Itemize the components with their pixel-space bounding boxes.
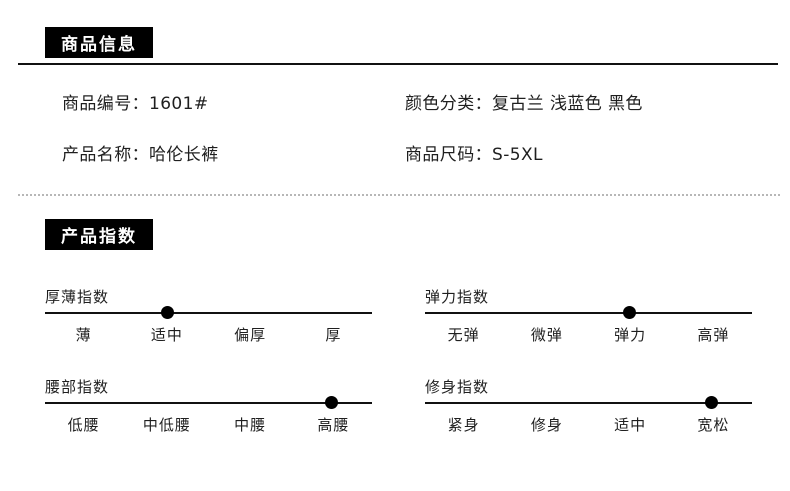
- section-divider-dotted: [18, 194, 780, 196]
- index-slider-fit: 修身指数 紧身 修身 适中 宽松: [422, 376, 752, 466]
- spec-color-category-value: 复古兰 浅蓝色 黑色: [492, 94, 643, 114]
- index-tick[interactable]: 中腰: [234, 416, 267, 434]
- index-tick[interactable]: 高腰: [317, 416, 350, 434]
- index-slider-fit-knob[interactable]: [704, 396, 718, 409]
- index-tick[interactable]: 厚: [325, 326, 342, 344]
- index-slider-elasticity-knob[interactable]: [622, 306, 636, 319]
- index-slider-thickness-scale: 薄 适中 偏厚 厚: [42, 324, 375, 345]
- index-tick[interactable]: 适中: [150, 326, 183, 344]
- index-slider-fit-track[interactable]: [425, 402, 752, 404]
- index-slider-fit-title: 修身指数: [425, 378, 490, 396]
- index-slider-thickness-track[interactable]: [45, 312, 372, 314]
- index-tick[interactable]: 无弹: [447, 326, 480, 344]
- index-tick[interactable]: 低腰: [67, 416, 100, 434]
- index-slider-waist: 腰部指数 低腰 中低腰 中腰 高腰: [42, 376, 372, 466]
- index-slider-waist-track[interactable]: [45, 402, 372, 404]
- spec-product-name-label: 产品名称：: [62, 145, 149, 165]
- section-header-product-index: 产品指数: [45, 219, 153, 250]
- spec-product-name-value: 哈伦长裤: [149, 145, 219, 165]
- index-slider-waist-scale: 低腰 中低腰 中腰 高腰: [42, 414, 375, 435]
- index-slider-elasticity-scale: 无弹 微弹 弹力 高弹: [422, 324, 755, 345]
- index-tick[interactable]: 薄: [75, 326, 92, 344]
- index-tick[interactable]: 微弹: [530, 326, 563, 344]
- index-slider-thickness-title: 厚薄指数: [45, 288, 110, 306]
- spec-product-size-value: S-5XL: [492, 145, 543, 165]
- index-slider-thickness-knob[interactable]: [161, 306, 175, 319]
- spec-color-category-label: 颜色分类：: [405, 94, 492, 114]
- index-tick[interactable]: 偏厚: [234, 326, 267, 344]
- index-tick[interactable]: 修身: [530, 416, 563, 434]
- spec-product-size-label: 商品尺码：: [405, 145, 492, 165]
- spec-product-code-label: 商品编号：: [62, 94, 149, 114]
- index-slider-waist-knob[interactable]: [324, 396, 338, 409]
- index-slider-waist-title: 腰部指数: [45, 378, 110, 396]
- index-slider-fit-scale: 紧身 修身 适中 宽松: [422, 414, 755, 435]
- index-tick[interactable]: 高弹: [697, 326, 730, 344]
- spec-color-category: 颜色分类：复古兰 浅蓝色 黑色: [405, 93, 643, 115]
- index-tick[interactable]: 适中: [614, 416, 647, 434]
- spec-product-code: 商品编号：1601#: [62, 93, 209, 115]
- index-tick[interactable]: 弹力: [614, 326, 647, 344]
- spec-product-code-value: 1601#: [149, 94, 209, 114]
- index-tick[interactable]: 宽松: [697, 416, 730, 434]
- spec-product-name: 产品名称：哈伦长裤: [62, 144, 219, 166]
- section-divider-solid: [18, 63, 778, 65]
- section-header-product-info: 商品信息: [45, 27, 153, 58]
- spec-product-size: 商品尺码：S-5XL: [405, 144, 543, 166]
- index-slider-elasticity-track[interactable]: [425, 312, 752, 314]
- index-slider-elasticity: 弹力指数 无弹 微弹 弹力 高弹: [422, 286, 752, 376]
- index-slider-elasticity-title: 弹力指数: [425, 288, 490, 306]
- index-slider-thickness: 厚薄指数 薄 适中 偏厚 厚: [42, 286, 372, 376]
- index-tick[interactable]: 中低腰: [142, 416, 191, 434]
- index-tick[interactable]: 紧身: [447, 416, 480, 434]
